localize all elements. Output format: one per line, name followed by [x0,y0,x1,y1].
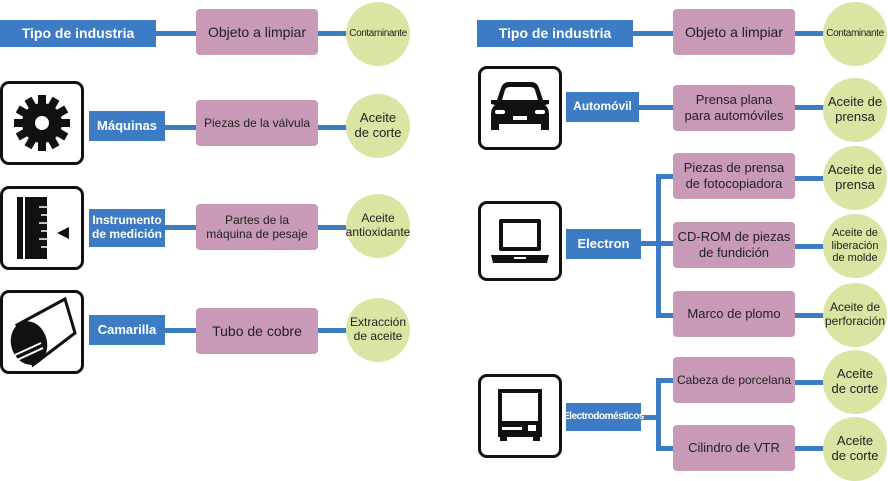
object-cabeza-porcelana: Cabeza de porcelana [673,357,795,403]
contaminant-aceite-corte: Aceite de corte [346,94,410,158]
connector [164,225,198,230]
object-marco-plomo: Marco de plomo [673,291,795,337]
connector [318,225,348,230]
connector [656,241,674,246]
connector [795,31,825,36]
industry-maquinas: Máquinas [89,111,165,141]
object-partes-maquina: Partes de la máquina de pesaje [196,204,318,250]
industry-instrumento: Instrumento de medición [89,209,165,247]
pipe-icon [10,296,77,368]
header-object: Objeto a limpiar [196,9,318,55]
icon-box [478,374,562,458]
connector [318,328,348,333]
contaminant-liberacion-molde: Aceite de liberación de molde [823,214,887,278]
connector-branch [656,174,661,318]
connector [318,125,348,130]
connector [795,105,825,110]
object-cdrom: CD-ROM de piezas de fundición [673,222,795,268]
connector [155,31,197,36]
ruler-gauge-icon [17,197,69,259]
contaminant-extraccion: Extracción de aceite [346,298,410,362]
object-tubo-cobre: Tubo de cobre [196,308,318,354]
contaminant-aceite-prensa-2: Aceite de prensa [823,146,887,210]
header-contaminant: Contaminante [346,2,410,66]
object-fotocopiadora: Piezas de prensa de fotocopiadora [673,153,795,199]
industry-electron: Electron [566,229,641,259]
industry-camarilla: Camarilla [89,315,165,345]
header-contaminant-right: Contaminante [823,2,887,66]
connector [640,415,660,420]
industry-electrodomesticos: Electrodomésticos [563,403,645,431]
contaminant-aceite-corte-2: Aceite de corte [823,350,887,414]
laptop-icon [491,219,549,263]
header-object-right: Objeto a limpiar [673,9,795,55]
connector [318,31,348,36]
icon-box [0,81,84,165]
object-cilindro-vtr: Cilindro de VTR [673,425,795,471]
industry-automovil: Automóvil [566,92,639,122]
icon-box [0,186,84,270]
tv-appliance-icon [498,389,542,441]
connector [656,378,674,383]
object-prensa-plana: Prensa plana para automóviles [673,85,795,131]
connector [640,241,660,246]
icon-box [478,201,562,281]
icon-box [0,290,84,374]
connector [656,313,674,318]
connector [795,244,825,249]
header-industry-right: Tipo de industria [477,20,633,47]
icon-box [478,66,562,150]
gear-icon [14,95,70,151]
connector [656,446,674,451]
car-icon [491,82,549,130]
object-piezas-valvula: Piezas de la válvula [196,100,318,146]
connector [795,446,825,451]
contaminant-perforacion: Aceite de perforación [823,283,887,347]
contaminant-aceite-prensa: Aceite de prensa [823,78,887,142]
contaminant-aceite-corte-3: Aceite de corte [823,417,887,481]
connector [638,105,674,110]
connector-branch [656,378,661,450]
header-industry: Tipo de industria [0,20,156,47]
connector [795,313,825,318]
contaminant-antioxidante: Aceite antioxidante [346,194,410,258]
connector [795,176,825,181]
connector [632,31,674,36]
connector [656,174,674,179]
connector [164,125,198,130]
connector [164,328,198,333]
connector [795,380,825,385]
